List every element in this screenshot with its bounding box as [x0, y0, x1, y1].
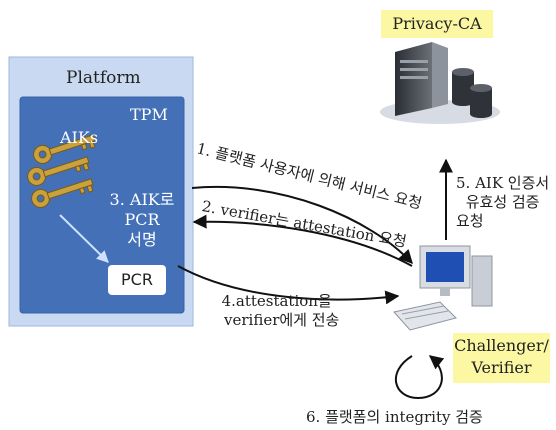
arrow-step6-loop — [394, 355, 445, 400]
tpm-title: TPM — [130, 105, 168, 124]
aiks-label: AIKs — [60, 128, 99, 147]
step5-line-2: 유효성 검증 — [465, 193, 540, 211]
sign-line-3: 서명 — [127, 230, 157, 249]
step6-label: 6. 플랫폼의 integrity 검증 — [306, 408, 483, 426]
step4-line-2: verifier에게 전송 — [224, 311, 340, 329]
sign-step-label: 3. AIK로 PCR 서명 — [104, 190, 180, 250]
step4-line-1: 4.attestation을 — [221, 292, 332, 310]
step4-label: 4.attestation을 verifier에게 전송 — [214, 292, 340, 330]
arrow-step2 — [192, 214, 413, 267]
server-icon — [380, 42, 500, 124]
sign-line-1: 3. AIK로 — [109, 190, 175, 209]
challenger-line-1: Challenger/ — [454, 336, 549, 355]
step5-line-3: 요청 — [456, 212, 484, 230]
step5-line-1: 5. AIK 인증서 — [456, 174, 550, 192]
computer-icon — [393, 245, 493, 331]
challenger-label: Challenger/ Verifier — [453, 333, 550, 383]
platform-title: Platform — [66, 68, 141, 88]
sign-arrow — [59, 214, 109, 263]
key-icon — [27, 134, 96, 208]
sign-line-2: PCR — [124, 210, 160, 229]
arrow-step1 — [191, 186, 413, 265]
arrow-step4 — [177, 265, 400, 305]
challenger-line-2: Verifier — [471, 358, 532, 377]
pcr-box: PCR — [108, 265, 166, 295]
step5-label: 5. AIK 인증서 유효성 검증 요청 — [456, 174, 549, 231]
privacy-ca-label: Privacy-CA — [381, 10, 493, 38]
